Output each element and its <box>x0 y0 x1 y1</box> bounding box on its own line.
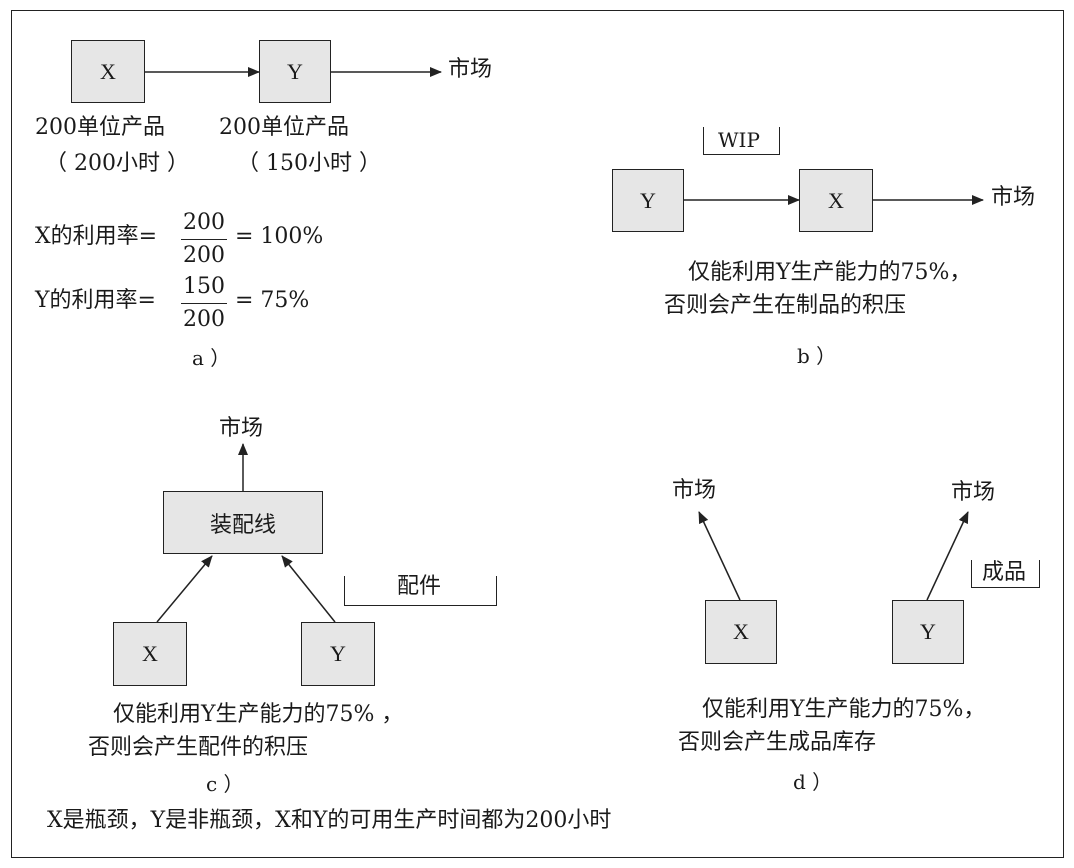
box-x-b-label: X <box>828 187 844 213</box>
box-y-a-label: Y <box>287 58 303 84</box>
caption-c: c ） <box>206 772 244 796</box>
y-util-denominator: 200 <box>183 307 225 332</box>
box-y-c: Y <box>301 622 375 686</box>
y-util-result: = 75% <box>235 288 310 313</box>
y-util-label: Y的利用率= <box>35 288 156 313</box>
box-x-a: X <box>71 40 145 103</box>
x-util-denominator: 200 <box>183 243 225 268</box>
box-x-d-label: X <box>733 619 749 644</box>
x-units-label: 200单位产品 <box>35 115 165 140</box>
parts-label: 配件 <box>397 574 442 599</box>
assembly-line-box: 装配线 <box>163 491 323 554</box>
x-util-numerator: 200 <box>181 210 227 240</box>
market-label-b: 市场 <box>991 185 1036 210</box>
market-label-c: 市场 <box>219 416 264 441</box>
footer-note: X是瓶颈，Y是非瓶颈，X和Y的可用生产时间都为200小时 <box>47 808 612 833</box>
y-util-fraction: 150 200 <box>181 274 227 333</box>
note-b-line1: 仅能利用Y生产能力的75%， <box>688 260 972 285</box>
wip-label: WIP <box>718 128 760 152</box>
box-x-c: X <box>113 622 187 686</box>
caption-b: b ） <box>797 344 837 368</box>
wip-bracket <box>703 127 780 155</box>
finished-goods-bracket <box>971 560 1040 588</box>
finished-goods-label: 成品 <box>982 560 1027 585</box>
y-util-numerator: 150 <box>181 274 227 304</box>
box-x-c-label: X <box>142 641 158 666</box>
x-util-result: = 100% <box>235 224 324 249</box>
market-label-d-left: 市场 <box>672 478 717 503</box>
market-label-a: 市场 <box>448 57 493 82</box>
x-hours-label: （ 200小时 ） <box>45 151 189 176</box>
diagram-frame <box>11 10 1064 858</box>
box-y-c-label: Y <box>330 641 346 666</box>
box-y-b: Y <box>612 169 684 232</box>
x-util-fraction: 200 200 <box>181 210 227 269</box>
x-util-label: X的利用率= <box>35 224 158 249</box>
y-hours-label: （ 150小时 ） <box>237 151 381 176</box>
box-x-b: X <box>799 169 873 232</box>
caption-d: d ） <box>793 770 833 794</box>
box-y-d-label: Y <box>920 619 936 644</box>
box-x-d: X <box>705 600 777 664</box>
box-y-d: Y <box>892 600 964 664</box>
parts-bracket <box>344 576 497 606</box>
y-units-label: 200单位产品 <box>219 115 349 140</box>
box-y-a: Y <box>259 40 331 103</box>
note-c-line2: 否则会产生配件的积压 <box>88 735 309 760</box>
market-label-d-right: 市场 <box>951 480 996 505</box>
box-x-a-label: X <box>100 58 116 84</box>
note-b-line2: 否则会产生在制品的积压 <box>664 293 907 318</box>
note-d-line1: 仅能利用Y生产能力的75%， <box>702 697 986 722</box>
caption-a: a ） <box>192 346 231 370</box>
note-d-line2: 否则会产生成品库存 <box>678 730 877 755</box>
note-c-line1: 仅能利用Y生产能力的75% ， <box>113 702 404 727</box>
assembly-line-label: 装配线 <box>209 511 276 537</box>
box-y-b-label: Y <box>640 187 656 213</box>
